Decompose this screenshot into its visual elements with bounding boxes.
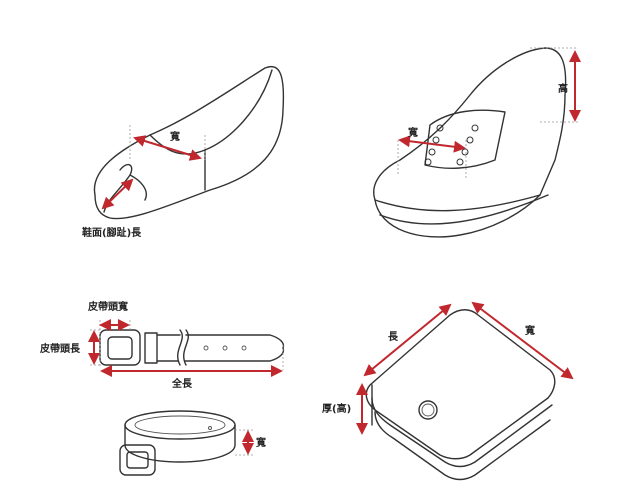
flat-shoe-toe-length-label: 鞋面(腳趾)長 — [82, 226, 142, 239]
wallet-width-label: 寬 — [524, 324, 535, 337]
flat-shoe-width-label: 寬 — [169, 130, 180, 143]
sneaker-height-label: 高 — [558, 82, 568, 95]
belt-illustration — [88, 319, 285, 377]
belt-total-length-label: 全長 — [171, 377, 193, 390]
belt-buckle-width-label: 皮帶頭寬 — [87, 300, 128, 313]
rolled-belt-illustration — [119, 410, 255, 476]
wallet-length-label: 長 — [388, 331, 399, 343]
belt-buckle-length-label: 皮帶頭長 — [39, 342, 81, 355]
wallet-thickness-label: 厚(高) — [322, 402, 351, 415]
rolled-belt-width-label: 寬 — [255, 436, 266, 449]
sneaker-width-label: 寬 — [407, 126, 418, 139]
sneaker-illustration — [373, 47, 581, 238]
flat-shoe-illustration — [93, 66, 285, 220]
wallet-illustration — [356, 301, 574, 481]
